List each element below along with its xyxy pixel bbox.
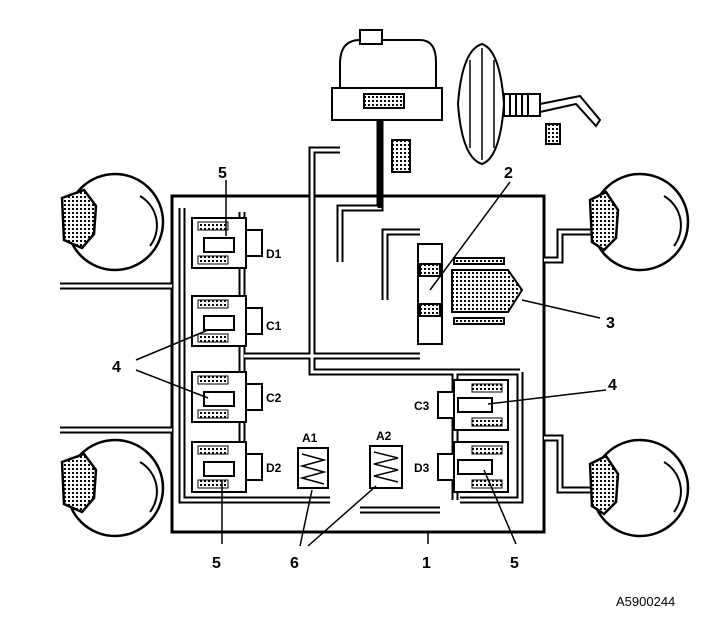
valve-d1 [191,217,263,269]
wheel-rear-left [60,438,165,538]
callout-6: 6 [290,555,299,572]
label-d2: D2 [266,461,282,475]
accumulator-a2 [369,445,403,489]
valve-d2 [191,441,263,493]
valve-d3 [437,441,509,493]
brake-booster [456,42,506,166]
callout-5-top: 5 [218,165,227,182]
wheel-front-left [60,172,165,272]
brake-fluid-reservoir [339,39,437,89]
brake-caliper [588,454,620,516]
label-d1: D1 [266,247,282,261]
brake-caliper [60,188,98,250]
return-pump [417,243,443,345]
callout-5-bottom-right: 5 [510,555,519,572]
pump-motor [451,257,524,325]
label-d3: D3 [414,461,430,475]
brake-light-switch [545,123,561,145]
brake-pedal [539,94,602,128]
valve-c1 [191,295,263,347]
label-c1: C1 [266,319,282,333]
callout-2: 2 [504,165,513,182]
callout-4-right: 4 [608,377,617,394]
callout-3: 3 [606,315,615,332]
callout-1: 1 [422,555,431,572]
leader-lines [135,180,607,547]
pressure-sensor [391,139,411,173]
brake-caliper [60,452,98,514]
valve-c2 [191,371,263,423]
callout-4-left: 4 [112,359,121,376]
reference-code: A5900244 [616,594,675,609]
callout-5-bottom-left: 5 [212,555,221,572]
accumulator-a1 [297,447,329,489]
label-c2: C2 [266,391,282,405]
master-cylinder-assembly [331,29,602,173]
label-a1: A1 [302,431,318,445]
label-a2: A2 [376,429,392,443]
brake-pipes [60,120,600,514]
valve-c3 [437,379,509,431]
wheel-front-right [588,172,690,272]
wheel-rear-right [588,438,690,538]
reservoir-cap [359,29,383,45]
brake-caliper [588,190,620,252]
label-c3: C3 [414,399,430,413]
